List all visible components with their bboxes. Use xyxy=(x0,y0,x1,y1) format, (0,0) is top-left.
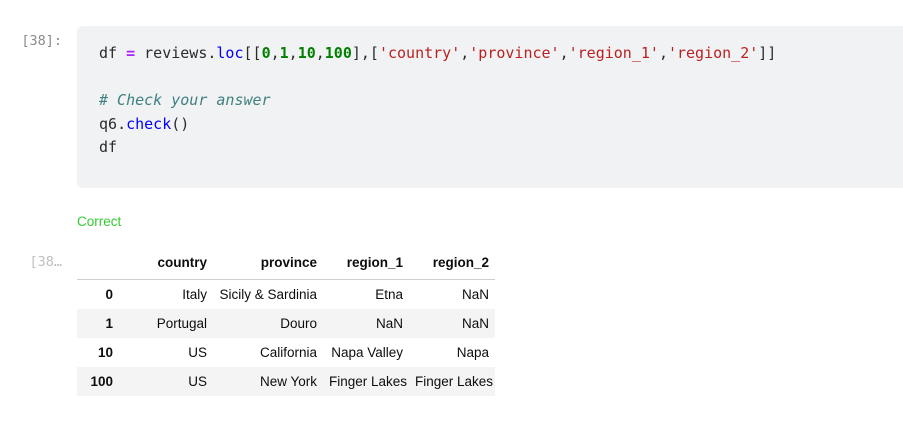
answer-check-status: Correct xyxy=(77,214,122,229)
table-row: 1 Portugal Douro NaN NaN xyxy=(77,309,495,338)
table-row: 100 US New York Finger Lakes Finger Lakes xyxy=(77,367,495,396)
dataframe-cell: Finger Lakes xyxy=(329,374,408,389)
code-token-attr: check xyxy=(126,114,172,133)
code-token-punct: ]] xyxy=(758,44,777,62)
dataframe-column-header: province xyxy=(213,248,323,280)
dataframe-cell: New York xyxy=(259,374,317,389)
dataframe-cell: Finger Lakes xyxy=(415,374,494,389)
dataframe-cell: Etna xyxy=(375,287,403,302)
code-token-punct: , xyxy=(270,44,280,62)
code-token-str: 'country' xyxy=(378,44,461,62)
code-token-plain xyxy=(117,44,126,62)
dataframe-index-cell: 0 xyxy=(105,287,113,302)
code-token-num: 0 xyxy=(261,44,271,62)
dataframe-cell: Douro xyxy=(280,316,317,331)
code-editor[interactable]: df = reviews.loc[[0,1,10,100],['country'… xyxy=(77,26,903,188)
code-token-punct: , xyxy=(559,44,569,62)
dataframe-cell: Napa xyxy=(456,345,489,360)
code-token-name: q6 xyxy=(99,114,118,133)
dataframe-cell: Sicily & Sardinia xyxy=(219,287,317,302)
code-token-num: 1 xyxy=(279,44,289,62)
code-token-punct: , xyxy=(460,44,470,62)
dataframe-cell: US xyxy=(188,345,207,360)
dataframe-column-header: country xyxy=(121,248,213,280)
code-token-punct: , xyxy=(315,44,325,62)
dataframe-index-cell: 10 xyxy=(97,345,113,360)
code-token-punct: . xyxy=(207,44,217,62)
code-token-name: df xyxy=(99,138,118,156)
code-line: q6.check() xyxy=(99,113,903,137)
code-token-name: reviews xyxy=(144,44,208,62)
table-row: 0 Italy Sicily & Sardinia Etna NaN xyxy=(77,280,495,310)
dataframe-cell: NaN xyxy=(461,287,489,302)
code-token-plain xyxy=(135,44,144,62)
dataframe-index-cell: 100 xyxy=(90,374,113,389)
code-token-punct: . xyxy=(117,114,127,133)
code-token-str: 'region_1' xyxy=(568,44,659,62)
code-token-attr: loc xyxy=(216,44,244,62)
dataframe-cell: NaN xyxy=(461,316,489,331)
code-token-punct: [[ xyxy=(243,44,262,62)
code-token-str: 'region_2' xyxy=(667,44,759,62)
dataframe-cell: Italy xyxy=(182,287,207,302)
code-token-punct: , xyxy=(658,44,668,62)
code-token-comment: # Check your answer xyxy=(99,91,271,109)
code-token-punct: ],[ xyxy=(351,44,379,62)
input-prompt-label: [38]: xyxy=(21,33,62,49)
code-token-num: 10 xyxy=(297,44,316,62)
table-row: 10 US California Napa Valley Napa xyxy=(77,338,495,367)
code-token-name: df xyxy=(99,44,118,62)
code-token-num: 100 xyxy=(324,44,352,62)
output-prompt-label: [38… xyxy=(29,254,62,270)
dataframe-cell: NaN xyxy=(375,316,403,331)
code-line xyxy=(99,66,903,90)
code-token-op: = xyxy=(126,44,136,62)
code-cell[interactable]: [38]: df = reviews.loc[[0,1,10,100],['co… xyxy=(0,26,903,188)
dataframe-column-header: region_1 xyxy=(323,248,409,280)
code-token-str: 'province' xyxy=(469,44,560,62)
code-line: # Check your answer xyxy=(99,89,903,113)
code-line: df xyxy=(99,136,903,160)
dataframe-cell: California xyxy=(259,345,317,360)
code-token-punct: , xyxy=(288,44,298,62)
dataframe-index-cell: 1 xyxy=(105,316,113,331)
dataframe-corner-cell xyxy=(77,248,121,280)
code-line: df = reviews.loc[[0,1,10,100],['country'… xyxy=(99,42,903,66)
dataframe-cell: Napa Valley xyxy=(331,345,403,360)
code-token-punct: () xyxy=(171,114,190,133)
dataframe-column-header: region_2 xyxy=(409,248,495,280)
dataframe-cell: US xyxy=(188,374,207,389)
dataframe-cell: Portugal xyxy=(156,316,207,331)
